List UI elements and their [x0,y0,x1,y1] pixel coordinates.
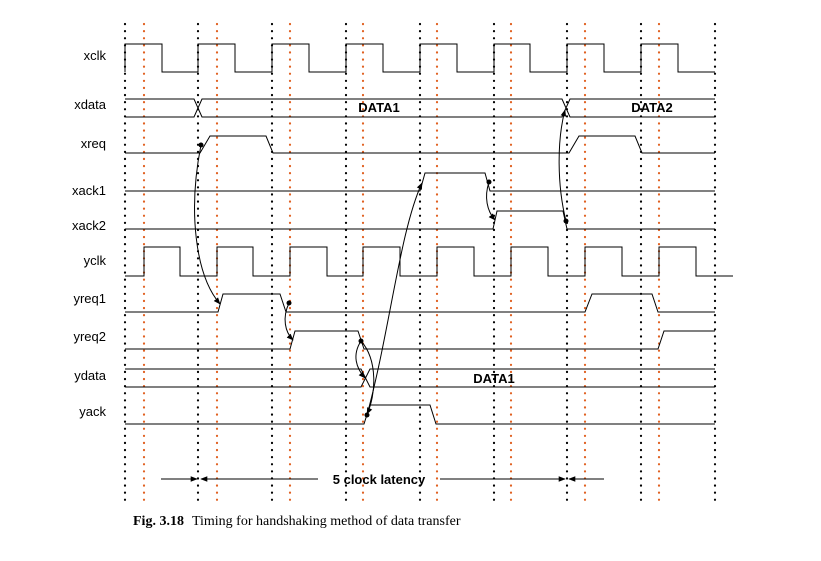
xack1-waveform [125,172,715,192]
arrow-yreq1-to-yreq2 [284,302,294,341]
xdata-waveform [125,98,715,118]
ydata-label-first: DATA1 [473,371,514,386]
yreq1-waveform [125,293,715,313]
figure-caption: Fig. 3.18 Timing for handshaking method o… [133,514,461,530]
caption-text: Timing for handshaking method of data tr… [191,514,461,529]
latency-label: 5 clock latency [333,472,426,487]
arrow-yack-to-xack1 [366,182,423,416]
yreq2-waveform [125,330,715,350]
signal-label-xclk: xclk [84,48,107,63]
xdata-label-first: DATA1 [358,100,399,115]
signal-label-ydata: ydata [74,368,107,383]
figure-number: Fig. 3.18 [133,514,184,529]
latency-dimension: 5 clock latency [161,472,604,487]
arrow-xreq-to-yreq1 [194,144,221,305]
xclk-waveform [124,43,715,73]
yclk-waveform [125,246,733,277]
signal-label-yreq1: yreq1 [73,291,106,306]
signal-label-xack1: xack1 [72,183,106,198]
waveforms [124,43,733,425]
signal-labels: xclk xdata xreq xack1 xack2 yclk yreq1 y… [72,48,107,419]
xack2-waveform [125,210,715,230]
arrow-yreq2-to-ydata [355,340,366,379]
signal-label-xreq: xreq [81,136,106,151]
signal-label-xdata: xdata [74,97,107,112]
yack-waveform [125,404,715,425]
guide-lines [123,22,717,507]
arrow-yreq2-to-yack [360,340,375,415]
signal-label-yack: yack [79,404,106,419]
arrow-xack1-to-xack2 [486,181,496,221]
signal-label-xack2: xack2 [72,218,106,233]
xreq-waveform [125,135,715,154]
handshake-arrows [194,109,569,418]
signal-label-yclk: yclk [84,253,107,268]
xdata-label-second: DATA2 [631,100,672,115]
signal-label-yreq2: yreq2 [73,329,106,344]
ydata-waveform [125,368,715,388]
arrow-xack2-to-xdata [558,109,567,222]
